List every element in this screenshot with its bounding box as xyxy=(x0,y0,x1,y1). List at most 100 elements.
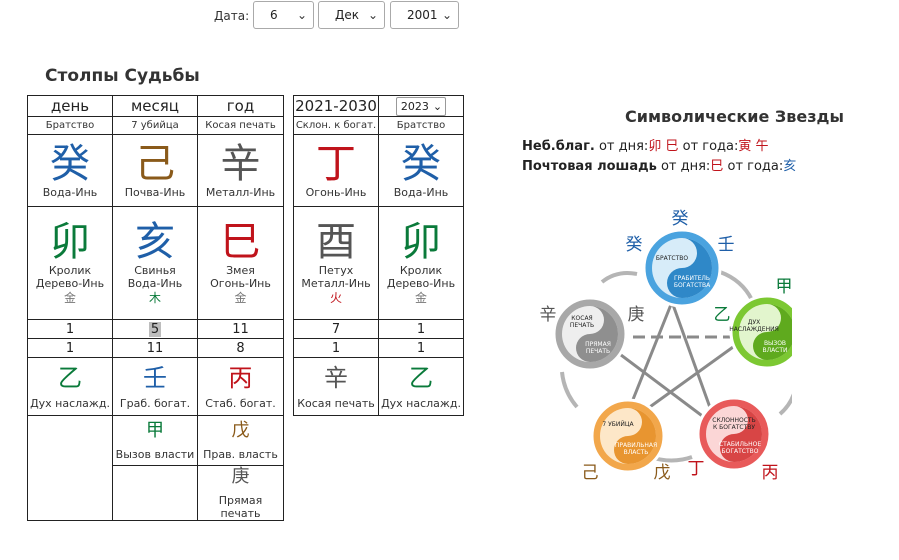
year-select[interactable]: 2001 ⌄ xyxy=(390,1,459,29)
star-label: Почтовая лошадь xyxy=(522,159,657,174)
wheel-text: БРАТСТВО xyxy=(656,255,688,262)
stem-cell: 己 Почва-Инь xyxy=(112,134,198,207)
wheel-char: 乙 xyxy=(714,305,731,325)
wheel-text: ВЛАСТЬ xyxy=(624,449,649,456)
stem-char: 癸 xyxy=(401,141,441,187)
branch-element: Металл-Инь xyxy=(301,277,371,290)
wheel-text: СТАБИЛЬНОЕ xyxy=(719,441,761,448)
stem-name: Почва-Инь xyxy=(124,186,186,199)
hidden-label: Вызов власти xyxy=(115,448,195,461)
rel-label: Косая печать xyxy=(197,116,284,135)
branch-char: 酉 xyxy=(316,219,356,265)
branch-cell: 卯 Кролик Дерево-Инь 金 xyxy=(378,206,464,320)
hidden-char: 乙 xyxy=(409,363,433,392)
num-cell: 1 xyxy=(293,338,379,358)
branch-animal: Кролик xyxy=(48,264,92,277)
wheel-node-bottom-right: СКЛОННОСТЬ К БОГАТСТВУ СТАБИЛЬНОЕ БОГАТС… xyxy=(688,396,779,483)
luck-pillars-table: 2021-2030 2023 ⌄ Склон. к богат. Братств… xyxy=(293,95,464,416)
wheel-char: 丙 xyxy=(762,463,779,483)
branch-animal: Кролик xyxy=(399,264,443,277)
stem-cell: 癸 Вода-Инь xyxy=(27,134,113,207)
num-cell: 11 xyxy=(197,319,284,339)
branch-char: 亥 xyxy=(135,219,175,265)
num-cell: 8 xyxy=(197,338,284,358)
branch-cell: 巳 Змея Огонь-Инь 金 xyxy=(197,206,284,320)
wheel-text: СКЛОННОСТЬ xyxy=(712,417,755,424)
hidden-label: Прямая печать xyxy=(218,494,263,520)
rel-label: Склон. к богат. xyxy=(293,116,379,135)
empty-cell xyxy=(27,415,113,521)
stem-cell: 辛 Металл-Инь xyxy=(197,134,284,207)
hidden-label: Граб. богат. xyxy=(119,396,191,410)
wheel-char: 癸 xyxy=(626,235,643,255)
branch-cell: 亥 Свинья Вода-Инь 木 xyxy=(112,206,198,320)
wheel-text: ВЛАСТИ xyxy=(762,347,787,354)
star-line-nobleman: Неб.благ. от дня:卯 巳 от года:寅 午 xyxy=(522,135,769,154)
star-year-chars: 亥 xyxy=(783,159,797,174)
stem-name: Металл-Инь xyxy=(205,186,276,199)
num-cell: 7 xyxy=(293,319,379,339)
hidden-label: Косая печать xyxy=(297,396,375,410)
hidden-char: 甲 xyxy=(146,420,164,441)
star-from-year: от года: xyxy=(682,139,739,154)
star-day-chars: 卯 巳 xyxy=(648,139,679,154)
stem-name: Вода-Инь xyxy=(42,186,98,199)
wheel-text: 7 УБИЙЦА xyxy=(602,421,634,428)
hidden-stem-cell: 乙 Дух наслажд. xyxy=(27,357,113,416)
rel-label: 7 убийца xyxy=(112,116,198,135)
rel-label: Братство xyxy=(378,116,464,135)
hidden-stem-cell: 丙 Стаб. богат. xyxy=(197,357,284,416)
hidden-stem-cell: 辛 Косая печать xyxy=(293,357,379,416)
hidden-label: Дух наслажд. xyxy=(381,396,461,410)
star-line-horse: Почтовая лошадь от дня:巳 от года:亥 xyxy=(522,155,796,174)
wheel-text: К БОГАТСТВУ xyxy=(713,424,755,431)
wheel-text: КОСАЯ xyxy=(571,315,592,322)
month-select[interactable]: Дек ⌄ xyxy=(318,1,385,29)
stem-cell: 丁 Огонь-Инь xyxy=(293,134,379,207)
stem-char: 癸 xyxy=(50,141,90,187)
branch-cell: 酉 Петух Металл-Инь 火 xyxy=(293,206,379,320)
wheel-char: 癸 xyxy=(672,209,689,229)
star-year-chars: 寅 午 xyxy=(738,139,769,154)
branch-small-char: 金 xyxy=(63,291,76,305)
rel-label: Братство xyxy=(27,116,113,135)
star-from-year: от года: xyxy=(727,159,784,174)
wheel-char: 戊 xyxy=(654,463,671,483)
branch-animal: Змея xyxy=(226,264,255,277)
hidden-char: 辛 xyxy=(324,363,348,392)
num-cell: 11 xyxy=(112,338,198,358)
branch-char: 卯 xyxy=(401,219,441,265)
ten-gods-wheel: БРАТСТВО ГРАБИТЕЛЬ БОГАТСТВА 癸 癸 壬 ДУХ Н… xyxy=(540,209,792,483)
wheel-text: ПРЯМАЯ xyxy=(585,341,611,348)
wheel-char: 壬 xyxy=(718,235,735,255)
hidden-stem-cell: 庚 Прямая печать xyxy=(197,465,284,521)
chevron-down-icon: ⌄ xyxy=(367,8,378,22)
wheel-char: 辛 xyxy=(540,305,557,325)
chevron-down-icon: ⌄ xyxy=(432,100,443,113)
wheel-node-right: ДУХ НАСЛАЖДЕНИЯ ВЫЗОВ ВЛАСТИ 乙 甲 xyxy=(714,277,792,370)
hidden-char: 乙 xyxy=(58,363,82,392)
wheel-text: ГРАБИТЕЛЬ xyxy=(674,275,710,282)
empty-cell xyxy=(112,465,198,521)
wheel-text: ПРАВИЛЬНАЯ xyxy=(615,442,657,449)
wheel-text: ПЕЧАТЬ xyxy=(570,322,594,329)
stem-char: 丁 xyxy=(316,141,356,187)
day-select-value: 6 xyxy=(270,8,278,22)
day-select[interactable]: 6 ⌄ xyxy=(253,1,314,29)
luck-year-select[interactable]: 2023 ⌄ xyxy=(395,97,447,116)
header-year: год xyxy=(197,95,284,117)
wheel-node-left: КОСАЯ ПЕЧАТЬ ПРЯМАЯ ПЕЧАТЬ 辛 庚 xyxy=(540,296,645,372)
num-cell: 1 xyxy=(378,338,464,358)
month-select-value: Дек xyxy=(335,8,360,22)
stem-name: Вода-Инь xyxy=(393,186,449,199)
branch-small-char: 金 xyxy=(234,291,247,305)
star-from-day: от дня: xyxy=(598,139,649,154)
branch-small-char: 金 xyxy=(414,291,427,305)
branch-element: Дерево-Инь xyxy=(386,277,456,290)
num-highlight: 5 xyxy=(148,321,162,337)
num-cell: 1 xyxy=(27,338,113,358)
hidden-char: 壬 xyxy=(143,363,167,392)
pillars-title: Столпы Судьбы xyxy=(45,66,200,86)
wheel-char: 庚 xyxy=(628,305,645,325)
wheel-node-top: БРАТСТВО ГРАБИТЕЛЬ БОГАТСТВА 癸 癸 壬 xyxy=(626,209,735,308)
